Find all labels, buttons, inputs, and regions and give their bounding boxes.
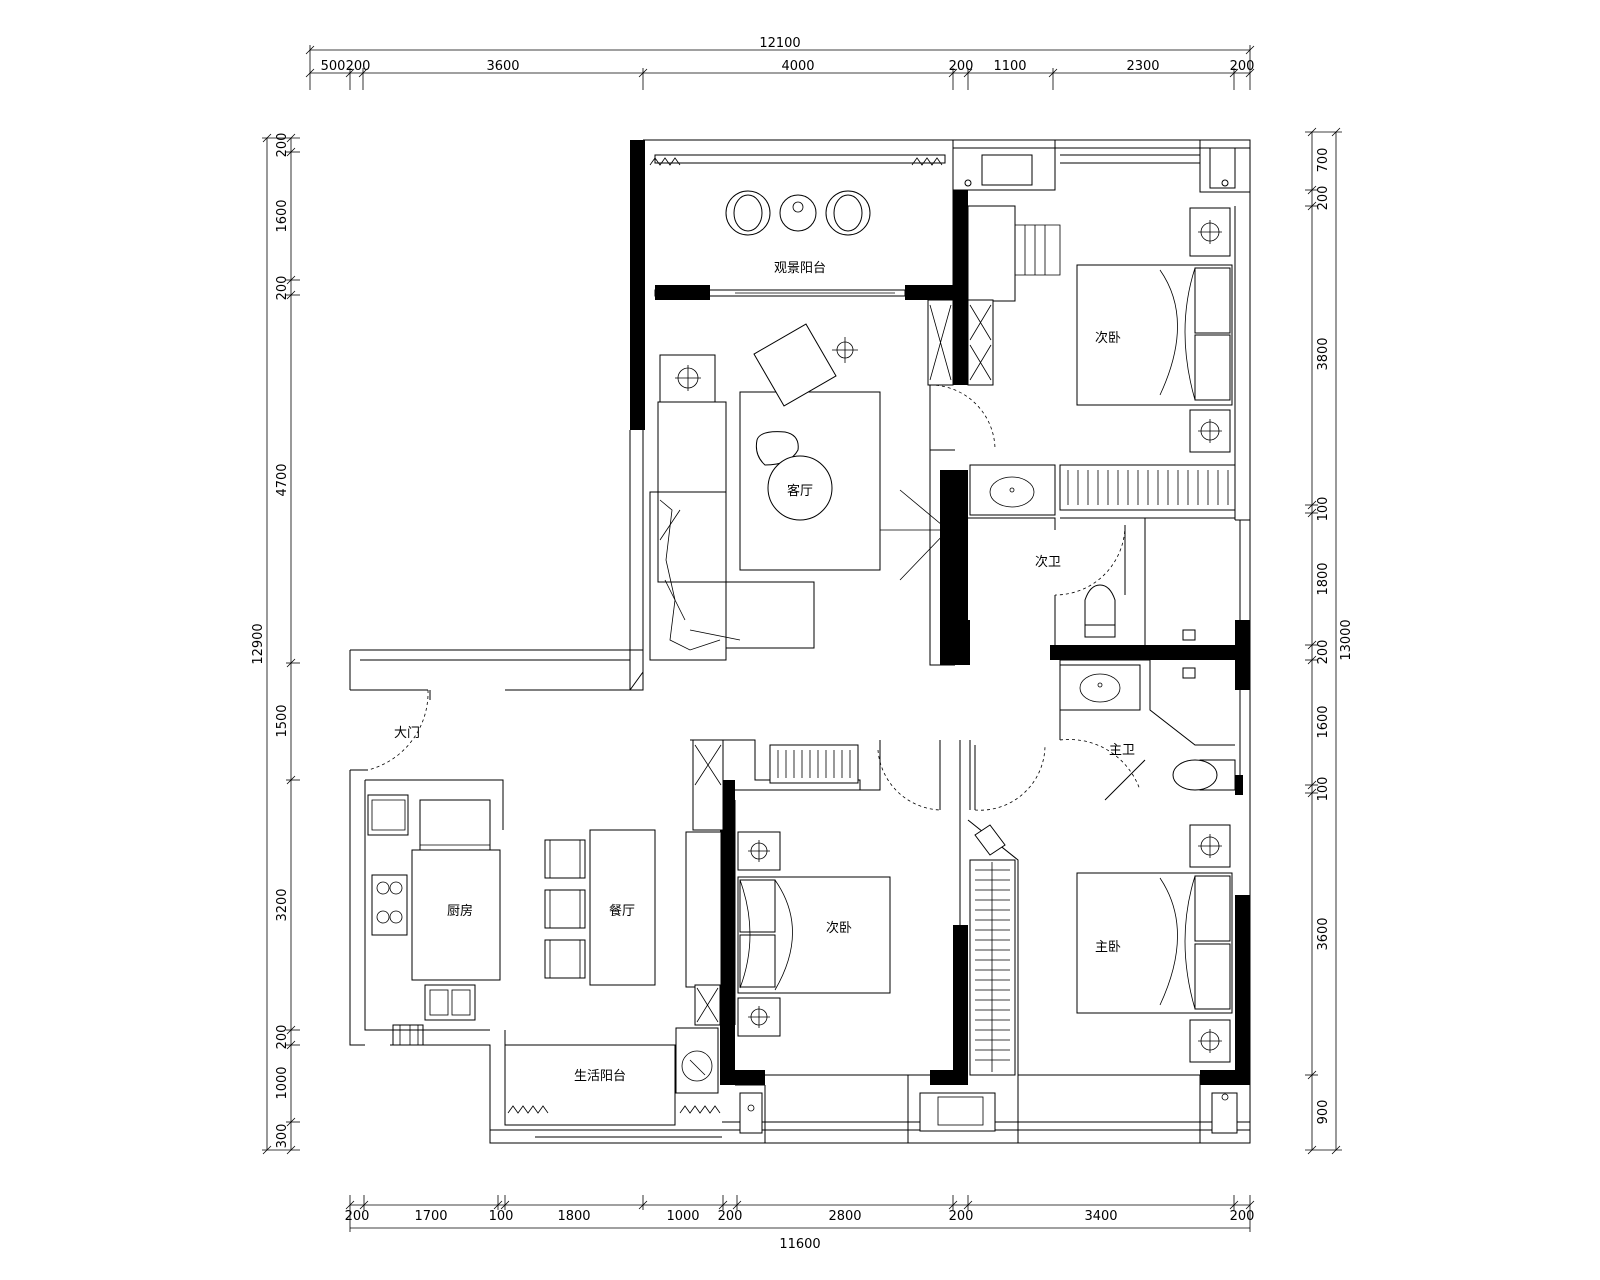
dim-left-1000: 1000 [275,1066,290,1099]
dim-left-total: 12900 [251,623,266,664]
label-second-bedroom-bottom: 次卧 [826,920,852,936]
top-bedroom-furniture [927,205,1236,511]
label-master-bath: 主卫 [1109,743,1135,758]
doors [350,384,1146,811]
dim-bottom-200c: 200 [949,1209,974,1224]
lower-bedroom-furniture [737,744,891,1037]
label-view-balcony: 观景阳台 [774,261,826,276]
dim-right-200a: 200 [1316,186,1331,211]
dim-bottom-200d: 200 [1230,1209,1255,1224]
dim-bottom-1800: 1800 [557,1209,590,1224]
right-dimension-chain: 700 200 3800 100 1800 200 1600 100 3600 … [1305,127,1354,1155]
dim-top-3600: 3600 [486,59,519,74]
dim-right-1600: 1600 [1316,705,1331,738]
label-living-room: 客厅 [787,483,813,499]
dim-top-2300: 2300 [1126,59,1159,74]
dim-bottom-3400: 3400 [1084,1209,1117,1224]
dim-left-200c: 200 [275,1025,290,1050]
top-dimension-chain: 12100 500 200 3600 4000 200 1100 2300 20… [305,36,1255,90]
left-dimension-chain: 12900 200 1600 200 4700 1500 3200 200 10… [251,133,300,1155]
dim-right-700: 700 [1316,148,1331,173]
bathroom-fixtures [969,464,1236,791]
dim-top-4000: 4000 [781,59,814,74]
label-dining: 餐厅 [609,903,635,919]
dim-left-1500: 1500 [275,704,290,737]
solid-walls [630,140,1250,1085]
label-kitchen: 厨房 [447,903,473,919]
dim-right-total: 13000 [1339,619,1354,660]
dim-right-3800: 3800 [1316,337,1331,370]
dim-right-100a: 100 [1316,497,1331,522]
dim-top-200a: 200 [346,59,371,74]
dim-bottom-1700: 1700 [414,1209,447,1224]
dim-right-3600: 3600 [1316,917,1331,950]
dim-top-200c: 200 [1230,59,1255,74]
dim-bottom-100: 100 [489,1209,514,1224]
living-furniture [649,323,881,661]
dim-bottom-2800: 2800 [828,1209,861,1224]
dim-left-200b: 200 [275,276,290,301]
label-master-bedroom: 主卧 [1095,940,1121,955]
dim-right-1800: 1800 [1316,562,1331,595]
dim-right-100b: 100 [1316,777,1331,802]
dim-right-900: 900 [1316,1100,1331,1125]
dim-top-200b: 200 [949,59,974,74]
dim-left-300: 300 [275,1124,290,1149]
label-utility-balcony: 生活阳台 [574,1069,626,1084]
label-second-bedroom-top: 次卧 [1095,330,1121,346]
dim-bottom-200a: 200 [345,1209,370,1224]
bottom-dimension-chain: 200 1700 100 1800 1000 200 2800 200 3400… [345,1195,1255,1252]
dim-left-4700: 4700 [275,463,290,496]
dim-top-500: 500 [321,59,346,74]
room-labels: 观景阳台 客厅 次卧 次卫 主卫 大门 厨房 餐厅 次卧 主卧 生活阳台 [394,261,1135,1084]
dim-bottom-200b: 200 [718,1209,743,1224]
windows [392,154,946,1046]
kitchen-dining-furniture [367,739,1238,1134]
dim-bottom-1000: 1000 [666,1209,699,1224]
dim-left-1600: 1600 [275,199,290,232]
dim-left-3200: 3200 [275,888,290,921]
dim-left-200a: 200 [275,133,290,158]
label-second-bath: 次卫 [1035,554,1061,570]
label-entrance: 大门 [394,726,420,741]
master-bedroom-furniture [969,824,1233,1076]
balcony-furniture [649,157,943,236]
dim-bottom-total: 11600 [779,1237,820,1252]
dim-top-total: 12100 [759,36,800,51]
dim-right-200b: 200 [1316,640,1331,665]
dim-top-1100: 1100 [993,59,1026,74]
